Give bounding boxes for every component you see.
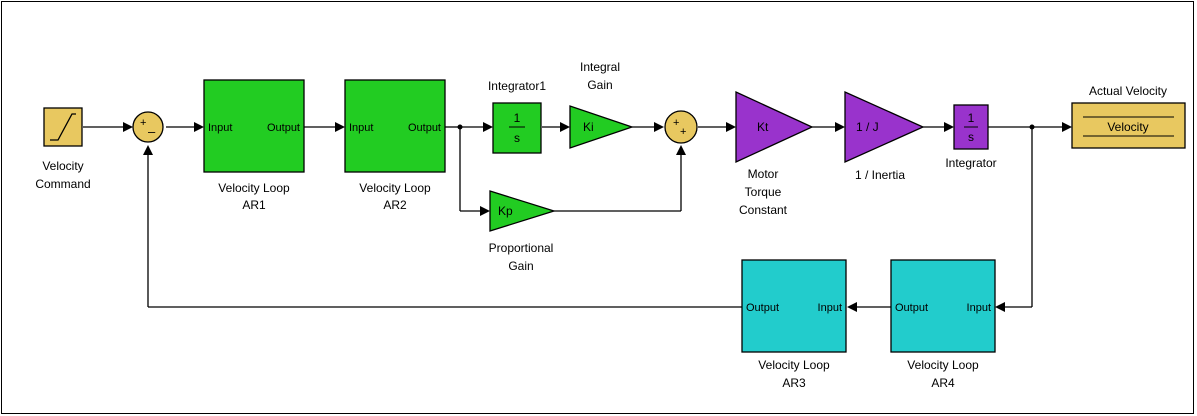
ar1-output-port: Output (267, 122, 300, 134)
integrator1-box (492, 102, 542, 154)
proportional-gain-triangle (489, 190, 557, 232)
motor-torque-block[interactable]: Kt Motor Torque Constant (735, 90, 814, 217)
ar2-input-port: Input (349, 122, 373, 134)
source-box (43, 107, 83, 147)
ar1-label-1: Velocity Loop (218, 181, 290, 195)
actual-velocity-text: Velocity (1107, 120, 1148, 134)
proportional-gain-text: Kp (498, 204, 513, 218)
inertia-triangle (844, 90, 925, 164)
ar1-label-2: AR1 (242, 198, 266, 212)
inertia-block[interactable]: 1 / J 1 / Inertia (844, 90, 925, 182)
signal-wires (83, 122, 1072, 312)
integrator-block[interactable]: 1 s Integrator (945, 104, 997, 170)
motor-torque-triangle (735, 90, 814, 164)
sum1-circle (132, 111, 164, 143)
ar4-label-2: AR4 (931, 376, 955, 390)
motor-torque-label-3: Constant (739, 203, 788, 217)
ar2-box (344, 79, 446, 173)
velocity-loop-ar2-block[interactable]: Input Output Velocity Loop AR2 (344, 79, 446, 212)
integral-gain-triangle (569, 105, 635, 149)
ar4-box (890, 259, 996, 353)
integrator-label: Integrator (945, 156, 996, 170)
ar2-output-port: Output (408, 122, 441, 134)
velocity-command-label-2: Command (35, 177, 90, 191)
ar4-input-port: Input (967, 302, 991, 314)
velocity-loop-ar4-block[interactable]: Output Input Velocity Loop AR4 (890, 259, 996, 390)
ar4-label-1: Velocity Loop (907, 358, 979, 372)
integral-gain-label-1: Integral (580, 60, 620, 74)
ar3-box (741, 259, 847, 353)
ar3-label-2: AR3 (782, 376, 806, 390)
motor-torque-label-1: Motor (748, 167, 779, 181)
ar1-box (203, 79, 305, 173)
ar3-input-port: Input (818, 302, 842, 314)
integrator1-denominator: s (514, 131, 520, 145)
ar3-label-1: Velocity Loop (758, 358, 830, 372)
velocity-loop-ar3-block[interactable]: Output Input Velocity Loop AR3 (741, 259, 847, 390)
inertia-label: 1 / Inertia (855, 168, 905, 182)
ramp-icon (50, 113, 76, 141)
sum1-plus-sign: + (140, 117, 146, 129)
ar2-label-2: AR2 (383, 198, 407, 212)
velocity-command-label-1: Velocity (42, 159, 83, 173)
motor-torque-label-2: Torque (745, 185, 782, 199)
actual-velocity-box (1071, 102, 1186, 149)
sum1-block[interactable]: + – (132, 111, 164, 143)
integrator1-label: Integrator1 (488, 79, 546, 93)
proportional-gain-label-1: Proportional (489, 241, 554, 255)
ar3-output-port: Output (746, 302, 779, 314)
velocity-command-block[interactable]: Velocity Command (35, 107, 91, 191)
integral-gain-label-2: Gain (587, 78, 612, 92)
integrator1-block[interactable]: Integrator1 1 s (488, 79, 546, 154)
sum2-plus-sign-bottom: + (680, 126, 686, 138)
sum1-minus-sign: – (148, 124, 156, 139)
ar1-input-port: Input (208, 122, 232, 134)
sum2-circle (664, 110, 698, 144)
inertia-text: 1 / J (856, 120, 879, 134)
sum2-plus-sign-left: + (673, 117, 679, 129)
ar4-output-port: Output (895, 302, 928, 314)
velocity-loop-ar1-block[interactable]: Input Output Velocity Loop AR1 (203, 79, 305, 212)
integral-gain-block[interactable]: Integral Gain Ki (569, 60, 635, 149)
integrator1-numerator: 1 (514, 111, 521, 125)
integral-gain-text: Ki (583, 120, 594, 134)
integrator-denominator: s (968, 130, 974, 144)
proportional-gain-label-2: Gain (508, 259, 533, 273)
integrator-numerator: 1 (968, 111, 975, 125)
actual-velocity-block[interactable]: Actual Velocity Velocity (1071, 84, 1186, 149)
actual-velocity-label: Actual Velocity (1089, 84, 1167, 98)
sum2-block[interactable]: + + (664, 110, 698, 144)
ar2-label-1: Velocity Loop (359, 181, 431, 195)
motor-torque-text: Kt (757, 120, 769, 134)
proportional-gain-block[interactable]: Kp Proportional Gain (489, 190, 557, 273)
